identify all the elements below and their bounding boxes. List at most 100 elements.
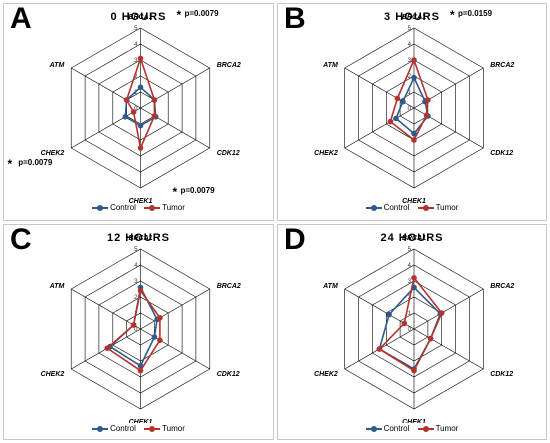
axis-label-chek1: CHEK1 (129, 198, 153, 204)
significance-brca1: *p=0.0159 (450, 8, 493, 22)
legend-label-control: Control (110, 424, 136, 433)
axis-label-cdk12: CDK12 (217, 150, 240, 157)
data-point-tumor (137, 287, 144, 294)
data-point-tumor (401, 320, 408, 327)
axis-spoke (344, 107, 415, 149)
data-point-tumor (438, 310, 445, 316)
tick-label: 3 (134, 279, 138, 285)
data-point-tumor (137, 145, 144, 151)
axis-label-brca2: BRCA2 (490, 283, 514, 290)
legend-item-tumor: Tumor (144, 424, 185, 433)
data-point-tumor (123, 97, 130, 103)
axis-label-atm: ATM (322, 283, 338, 290)
radar-chart-a: 012345BRCA1BRCA2CDK12CHEK1CHEK2ATM*p=0.0… (7, 8, 240, 204)
data-point-tumor (130, 322, 137, 328)
axis-spoke (140, 328, 210, 370)
p-value-label: p=0.0159 (458, 9, 493, 18)
tick-label: 5 (408, 26, 412, 32)
tick-label: 4 (408, 263, 412, 269)
tick-label: 3 (134, 58, 138, 64)
radar-chart-b: 012345BRCA1BRCA2CDK12CHEK1CHEK2ATM*p=0.0… (314, 8, 514, 204)
tick-label: 1 (408, 311, 412, 317)
legend-label-control: Control (383, 424, 410, 433)
data-point-control (151, 334, 158, 340)
data-point-tumor (157, 315, 163, 321)
legend-swatch-control (365, 425, 382, 433)
tick-label: 3 (408, 58, 412, 64)
axis-label-brca1: BRCA1 (128, 235, 152, 242)
tick-label: 0 (408, 327, 412, 333)
axis-label-atm: ATM (322, 62, 338, 69)
axis-label-brca1: BRCA1 (128, 14, 152, 21)
legend-label-control: Control (383, 203, 410, 212)
data-point-tumor (425, 97, 431, 103)
data-point-tumor (157, 337, 163, 343)
data-point-tumor (411, 275, 417, 281)
tick-label: 4 (134, 42, 138, 48)
data-point-tumor (137, 367, 144, 374)
data-point-control (137, 122, 144, 129)
legend-item-control: Control (365, 203, 410, 212)
data-point-tumor (151, 113, 158, 119)
tick-label: 0 (134, 327, 138, 333)
data-point-tumor (411, 367, 417, 374)
significance-star: * (177, 8, 182, 22)
axis-label-brca1: BRCA1 (402, 14, 426, 21)
legend-item-control: Control (365, 424, 410, 433)
significance-chek1: *p=0.0079 (173, 185, 216, 199)
legend-swatch-control (92, 425, 109, 433)
axis-spoke (71, 288, 141, 330)
data-point-control (137, 84, 144, 90)
legend-item-control: Control (92, 203, 136, 212)
significance-star: * (7, 157, 12, 171)
panel-title: 24 HOURS (380, 232, 444, 244)
axis-label-chek2: CHEK2 (41, 150, 65, 157)
axis-label-chek2: CHEK2 (314, 150, 338, 157)
data-point-tumor (394, 95, 401, 102)
tick-label: 5 (134, 26, 138, 32)
data-point-tumor (137, 55, 144, 62)
data-point-control (122, 114, 129, 120)
data-point-tumor (376, 346, 383, 352)
legend-label-control: Control (110, 203, 136, 212)
data-point-tumor (427, 335, 434, 342)
p-value-label: p=0.0079 (18, 158, 53, 167)
tick-label: 2 (134, 295, 138, 301)
legend-item-tumor: Tumor (417, 203, 458, 212)
legend-item-control: Control (92, 424, 136, 433)
tick-label: 2 (408, 74, 412, 80)
legend: Control Tumor (4, 424, 273, 435)
data-point-tumor (387, 118, 394, 125)
legend-label-tumor: Tumor (435, 424, 459, 433)
axis-spoke (140, 288, 210, 330)
significance-brca1: *p=0.0079 (177, 8, 220, 22)
p-value-label: p=0.0079 (185, 9, 220, 18)
data-point-tumor (411, 57, 417, 63)
axis-label-chek2: CHEK2 (314, 371, 338, 378)
panel-letter: B (284, 2, 306, 35)
data-point-control (411, 130, 417, 137)
significance-chek2: p=0.0079 * (7, 157, 52, 171)
data-point-control (411, 74, 417, 81)
axis-label-chek1: CHEK1 (402, 198, 426, 204)
legend-swatch-control (365, 204, 382, 212)
axis-label-cdk12: CDK12 (217, 371, 240, 378)
data-point-tumor (423, 112, 430, 118)
legend-label-tumor: Tumor (162, 203, 185, 212)
significance-star: * (450, 8, 455, 22)
legend-swatch-tumor (417, 204, 434, 212)
axis-label-cdk12: CDK12 (490, 150, 513, 157)
panel-letter: D (284, 223, 306, 256)
tick-label: 1 (408, 90, 412, 96)
tick-label: 1 (134, 90, 138, 96)
legend-item-tumor: Tumor (417, 424, 459, 433)
tick-label: 4 (408, 42, 412, 48)
data-point-control (393, 115, 399, 122)
legend-label-tumor: Tumor (162, 424, 185, 433)
significance-star: * (173, 185, 178, 199)
tick-label: 4 (134, 263, 138, 269)
